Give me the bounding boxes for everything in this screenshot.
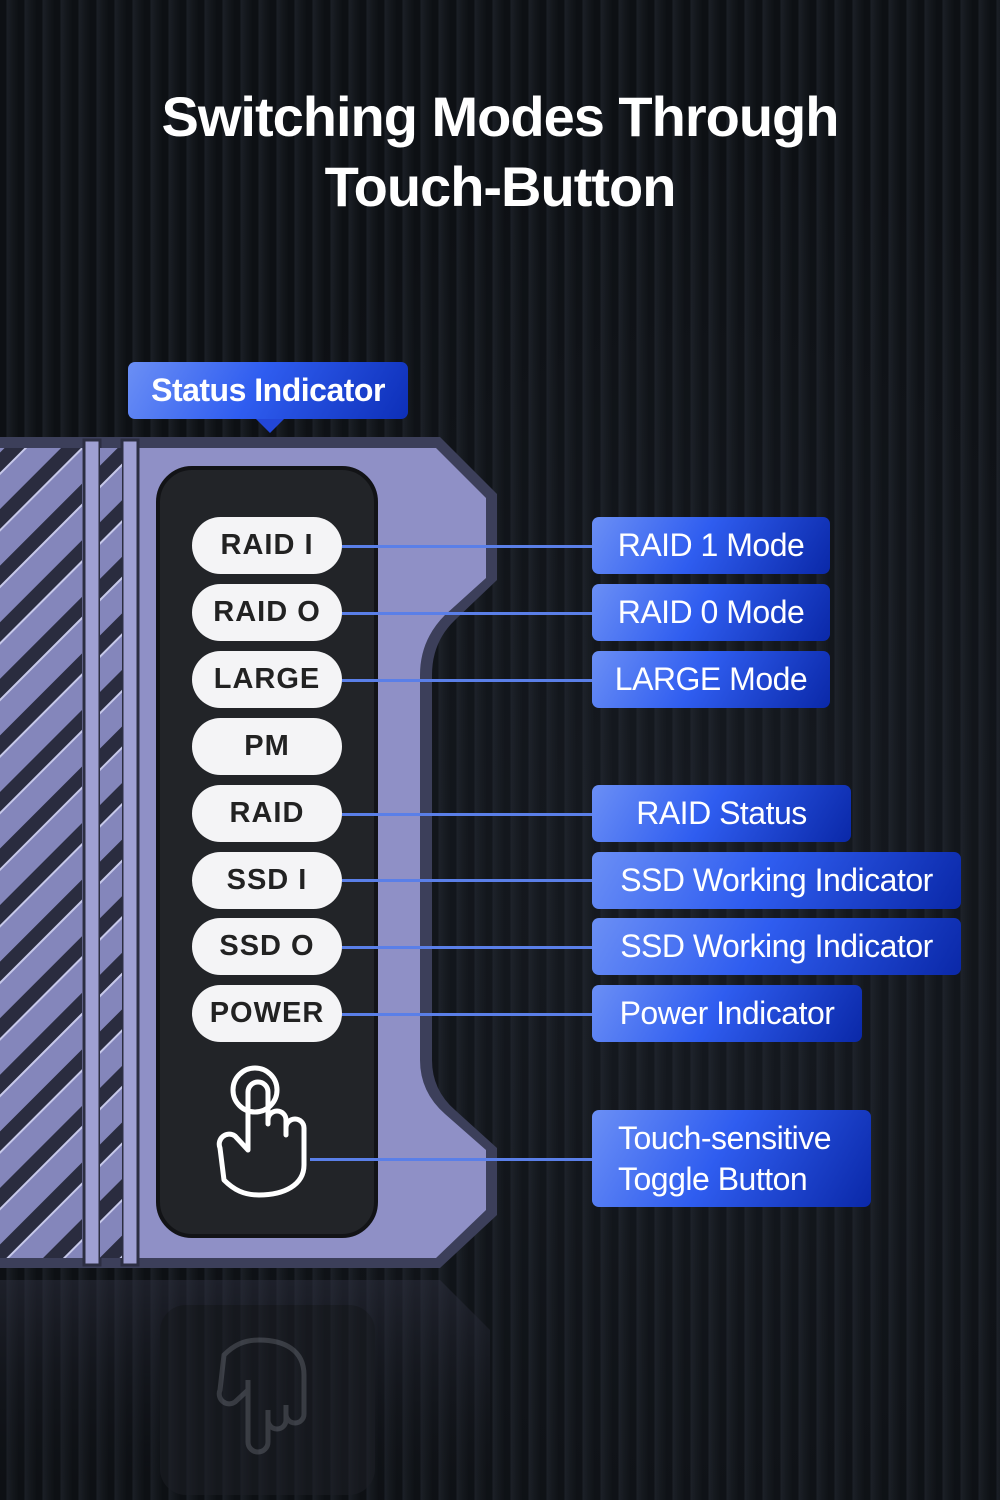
pill-raid-0: RAID O [192, 584, 342, 641]
connector-line [342, 879, 592, 882]
device-reflection [0, 1280, 490, 1495]
pill-large: LARGE [192, 651, 342, 708]
touch-label-line-1: Touch-sensitive [618, 1120, 832, 1156]
connector-line [310, 1158, 592, 1161]
connector-line [342, 612, 592, 615]
connector-line [342, 946, 592, 949]
label-raid-0-mode: RAID 0 Mode [592, 584, 830, 641]
touch-label-line-2: Toggle Button [618, 1161, 808, 1197]
pill-power: POWER [192, 985, 342, 1042]
label-large-mode: LARGE Mode [592, 651, 830, 708]
connector-line [342, 679, 592, 682]
connector-line [342, 1013, 592, 1016]
label-raid-1-mode: RAID 1 Mode [592, 517, 830, 574]
label-ssd-1-working: SSD Working Indicator [592, 852, 961, 909]
title-line-1: Switching Modes Through [161, 85, 840, 148]
title-line-2: Touch-Button [324, 155, 677, 218]
pill-ssd-0: SSD O [192, 918, 342, 975]
connector-line [342, 545, 592, 548]
page-title: Switching Modes Through Touch-Button [0, 82, 1000, 222]
callout-pointer [256, 419, 284, 433]
pill-raid-1: RAID I [192, 517, 342, 574]
touch-hand-icon [216, 1065, 307, 1198]
label-raid-status: RAID Status [592, 785, 851, 842]
status-indicator-label: Status Indicator [151, 372, 385, 408]
pill-ssd-1: SSD I [192, 852, 342, 909]
pill-pm: PM [192, 718, 342, 775]
label-touch-toggle: Touch-sensitive Toggle Button [592, 1110, 871, 1207]
label-power-indicator: Power Indicator [592, 985, 862, 1042]
connector-line [342, 813, 592, 816]
status-indicator-callout: Status Indicator [128, 362, 408, 433]
pill-raid: RAID [192, 785, 342, 842]
label-ssd-0-working: SSD Working Indicator [592, 918, 961, 975]
